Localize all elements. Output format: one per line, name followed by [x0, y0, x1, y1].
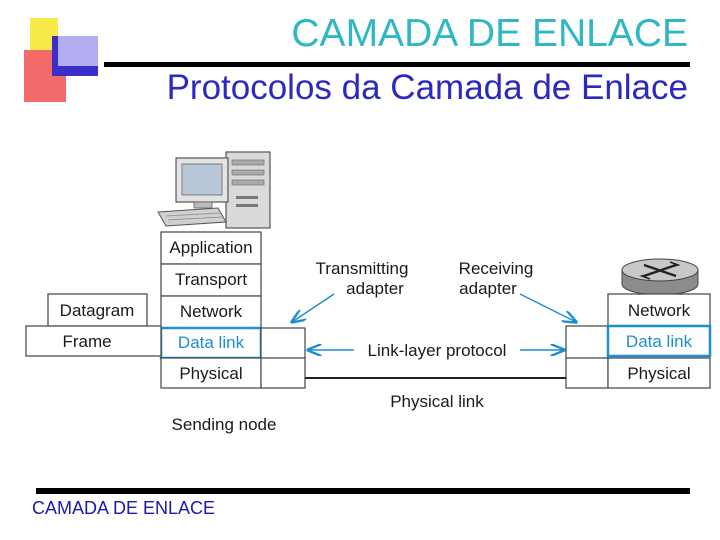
datagram-label: Datagram	[60, 301, 135, 320]
stack-network-label: Network	[180, 302, 243, 321]
datagram-frame-boxes: Datagram Frame	[25, 293, 162, 357]
sending-node-label: Sending node	[172, 415, 277, 434]
receiving-label-line1: Receiving	[459, 259, 534, 278]
receiving-adapter-arrow	[519, 293, 576, 322]
sending-protocol-stack: Application Transport Network Data link …	[159, 231, 263, 389]
receiving-protocol-stack: Network Data link Physical	[606, 293, 712, 389]
recv-physical-label: Physical	[627, 364, 690, 383]
transmitting-adapter-arrow	[292, 293, 335, 322]
decor-square-light	[58, 36, 98, 66]
transmitting-label-line1: Transmitting	[316, 259, 409, 278]
transmitting-label-line2: adapter	[346, 279, 404, 298]
computer-icon	[157, 151, 271, 229]
stack-datalink-label: Data link	[178, 333, 245, 352]
receiving-adapter-box	[565, 325, 609, 389]
physical-link-label: Physical link	[390, 392, 484, 411]
footer-text: CAMADA DE ENLACE	[32, 498, 216, 518]
receiving-label-line2: adapter	[459, 279, 517, 298]
stack-application-label: Application	[169, 238, 252, 257]
stack-physical-label: Physical	[179, 364, 242, 383]
slide-subtitle: Protocolos da Camada de Enlace	[166, 68, 688, 107]
slide-title: CAMADA DE ENLACE	[291, 12, 688, 55]
stack-transport-label: Transport	[175, 270, 247, 289]
footer-divider	[36, 488, 690, 494]
recv-network-label: Network	[628, 301, 691, 320]
title-divider	[104, 62, 690, 67]
router-icon	[621, 258, 699, 296]
link-protocol-label: Link-layer protocol	[368, 341, 507, 360]
frame-label: Frame	[62, 332, 111, 351]
recv-datalink-label: Data link	[626, 332, 693, 351]
